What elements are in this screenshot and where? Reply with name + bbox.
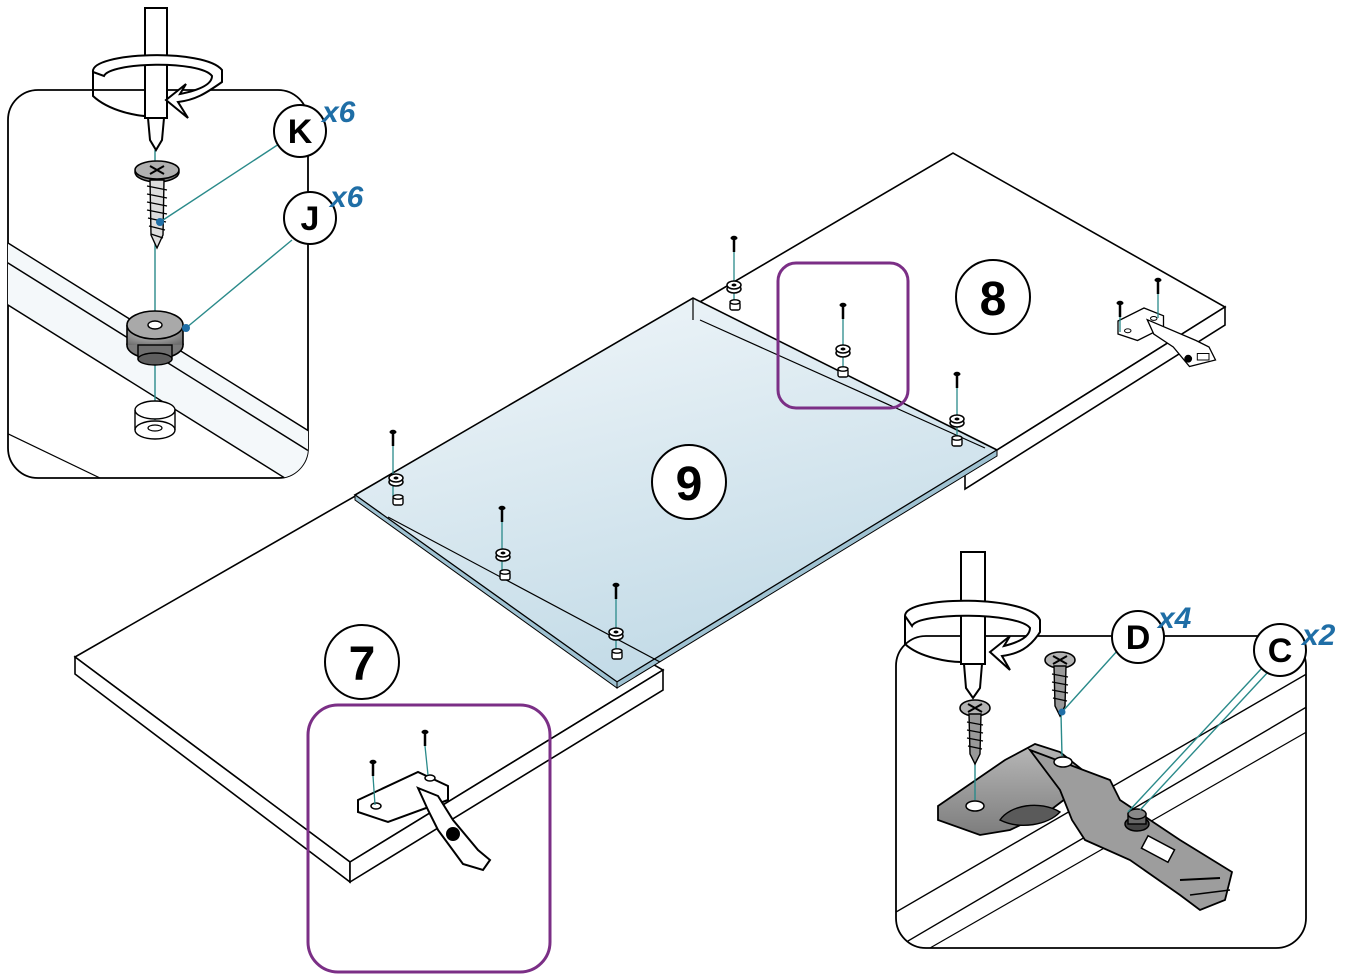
callout-j: J x6 <box>283 181 364 245</box>
callout-j-letter: J <box>301 200 320 238</box>
highlight-box-hinge <box>306 703 552 974</box>
callout-c: C x2 <box>1253 619 1336 677</box>
callout-d-letter: D <box>1126 619 1151 657</box>
detail-hinge <box>895 551 1307 949</box>
hinge-panel-7 <box>357 770 492 872</box>
callout-j-qty: x6 <box>328 181 364 214</box>
callout-k-qty: x6 <box>320 96 356 129</box>
panel-number-8-text: 8 <box>980 273 1007 326</box>
panel-number-9: 9 <box>651 444 727 520</box>
panel-number-7-text: 7 <box>349 638 376 691</box>
panel-number-9-text: 9 <box>676 458 703 511</box>
detail-cap-screw <box>7 7 309 479</box>
callout-c-qty: x2 <box>1300 619 1336 652</box>
hinge-panel-8 <box>1117 307 1217 368</box>
callout-k-letter: K <box>288 113 313 151</box>
panel-number-8: 8 <box>955 259 1031 335</box>
callout-k: K x6 <box>273 96 356 158</box>
callout-c-letter: C <box>1268 632 1293 670</box>
highlight-box-cap <box>776 261 910 410</box>
callout-d-qty: x4 <box>1156 602 1192 635</box>
glass-fixings <box>392 250 958 655</box>
callout-d: D x4 <box>1111 602 1192 664</box>
panel-number-7: 7 <box>324 624 400 700</box>
